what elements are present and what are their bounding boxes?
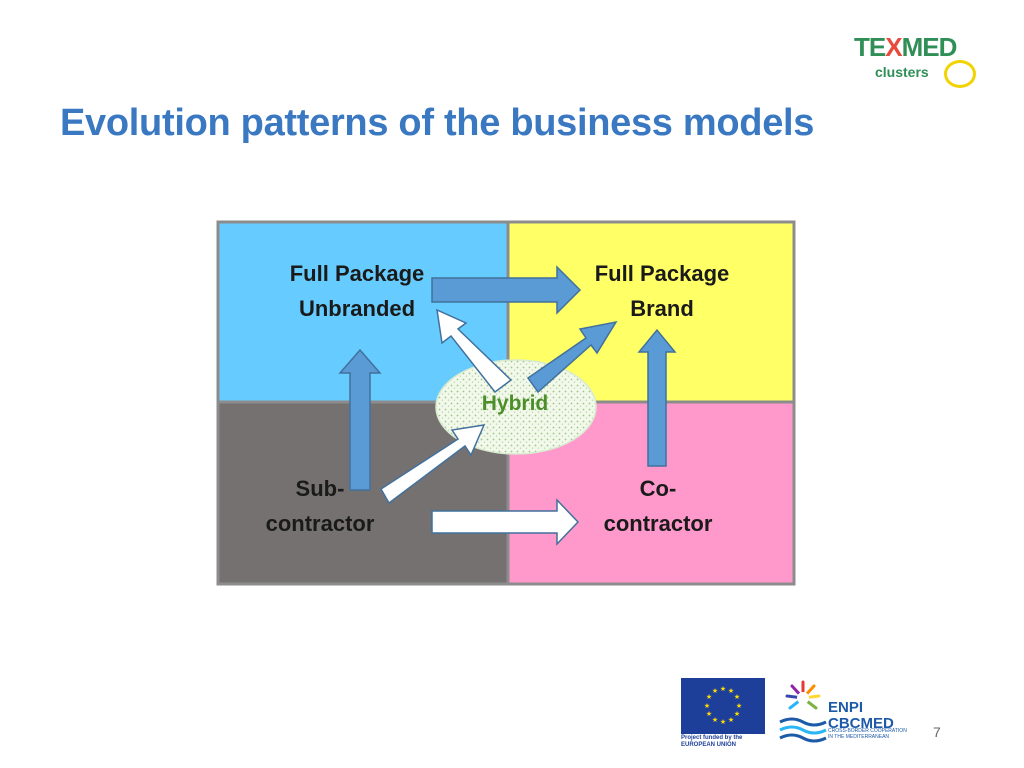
arrow-subcontractor-to-hybrid [379, 424, 486, 505]
enpi-caption: CROSS-BORDER COOPERATION IN THE MEDITERR… [828, 728, 907, 740]
texmed-logo-te: TE [854, 32, 886, 62]
label-full-package-unbranded: Full Package Unbranded [268, 256, 446, 326]
texmed-clusters-logo: TEXMED clusters [852, 30, 982, 90]
svg-text:★: ★ [734, 693, 740, 701]
label-full-package-brand: Full Package Brand [573, 256, 751, 326]
svg-text:★: ★ [728, 716, 734, 724]
label-line: Unbranded [298, 296, 416, 321]
enpi-title: ENPI CBCMED [828, 699, 894, 732]
label-line: Brand [630, 296, 694, 321]
svg-text:★: ★ [704, 702, 710, 710]
sun-icon [779, 680, 827, 743]
svg-text:★: ★ [706, 693, 712, 701]
arrow-cocontractor-to-brand [637, 328, 677, 467]
page-number: 7 [933, 724, 941, 740]
svg-text:★: ★ [706, 710, 712, 718]
eu-logo: ★★★ ★★★ ★★★ ★★★ Project funded by the EU… [681, 678, 765, 748]
arrow-subcontractor-to-unbranded [338, 348, 382, 491]
svg-text:★: ★ [720, 685, 726, 693]
label-line: Full Package [594, 261, 730, 286]
eu-flag-icon: ★★★ ★★★ ★★★ ★★★ [681, 678, 765, 734]
eu-caption: Project funded by the EUROPEAN UNION [681, 735, 743, 748]
svg-text:★: ★ [736, 702, 742, 710]
label-line: Sub- [295, 476, 345, 501]
svg-text:★: ★ [728, 687, 734, 695]
arrow-unbranded-to-brand [431, 265, 582, 315]
texmed-logo-med: MED [901, 32, 958, 62]
label-line: contractor [603, 511, 713, 536]
texmed-logo-clusters: clusters [875, 64, 929, 80]
label-line: Co- [639, 476, 677, 501]
svg-text:★: ★ [734, 710, 740, 718]
svg-text:★: ★ [712, 716, 718, 724]
svg-text:★: ★ [712, 687, 718, 695]
label-line: contractor [265, 511, 375, 536]
arrow-hybrid-to-brand [526, 320, 618, 394]
label-co-contractor: Co- contractor [578, 471, 738, 541]
texmed-logo-x: X [885, 32, 902, 62]
page-title: Evolution patterns of the business model… [60, 102, 815, 144]
label-sub-contractor: Sub- contractor [240, 471, 400, 541]
label-hybrid: Hybrid [481, 392, 549, 415]
swirl-icon [944, 60, 976, 88]
arrow-subcontractor-to-cocontractor [431, 498, 580, 546]
svg-text:★: ★ [720, 718, 726, 726]
arrow-hybrid-to-unbranded [436, 308, 513, 394]
enpi-cbcmed-logo: ENPI CBCMED CROSS-BORDER COOPERATION IN … [778, 676, 908, 746]
label-line: Full Package [289, 261, 425, 286]
